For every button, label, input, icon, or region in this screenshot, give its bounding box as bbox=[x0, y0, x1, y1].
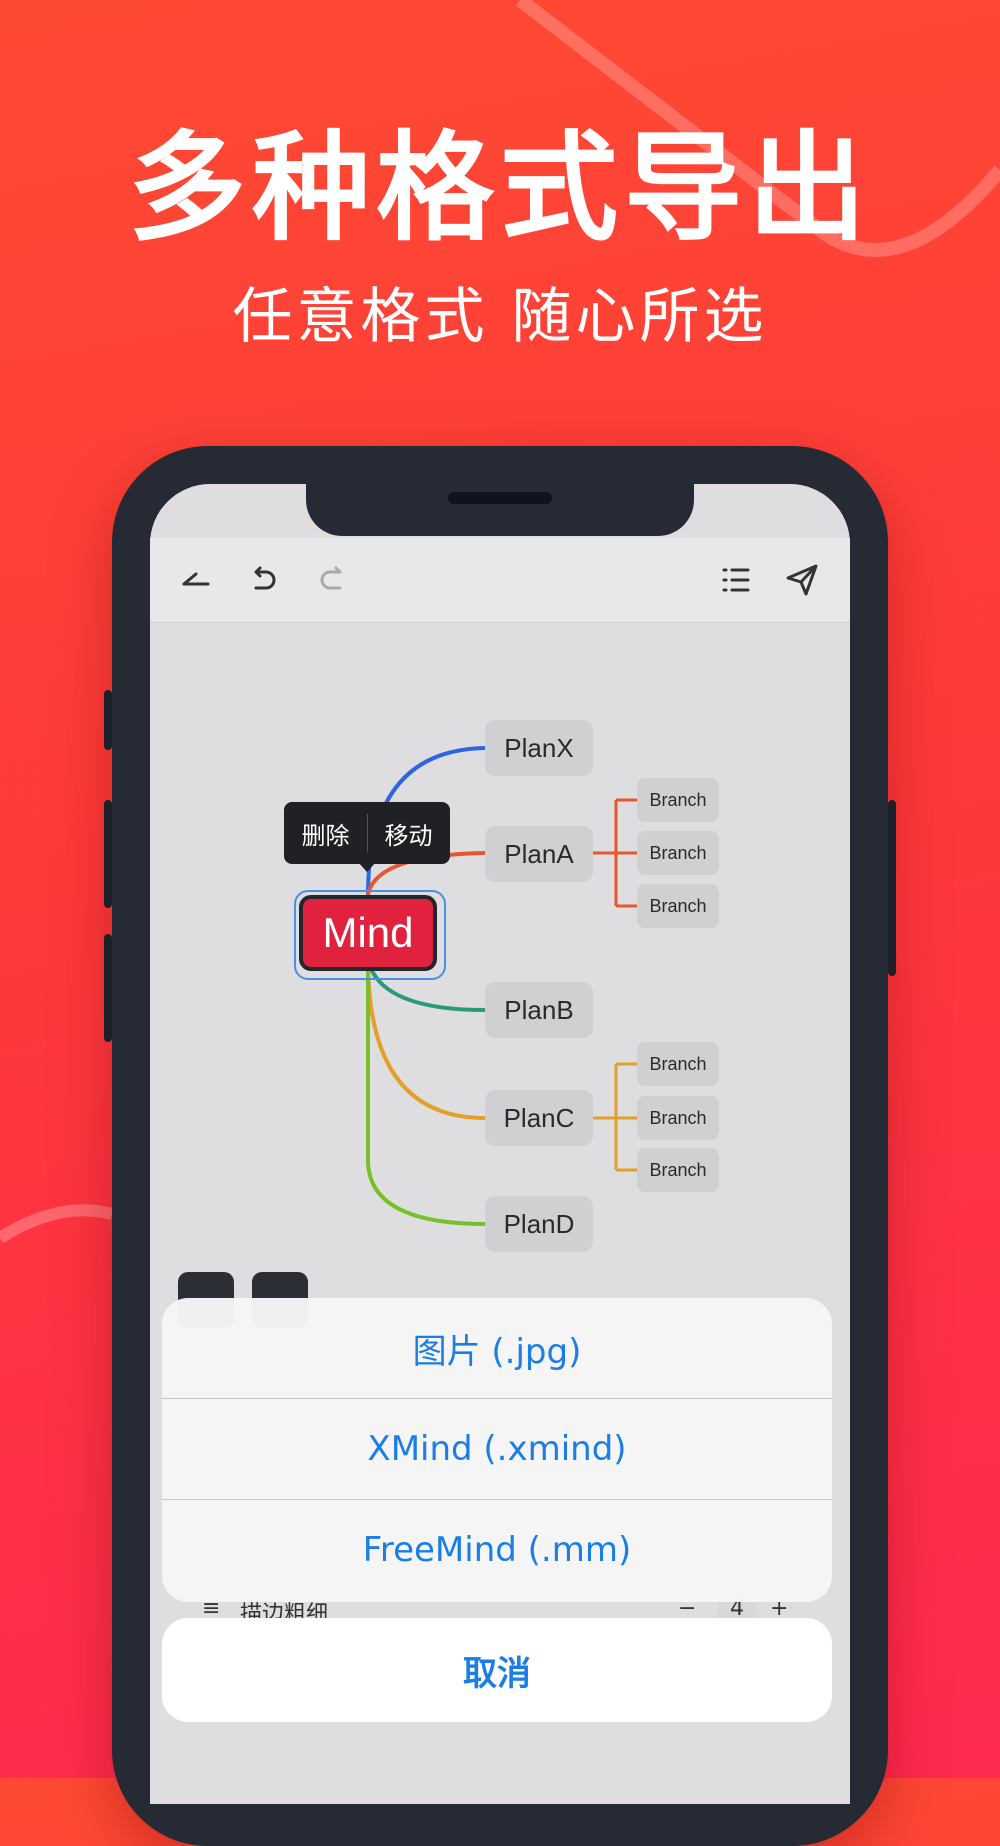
stepper-plus-button[interactable]: + bbox=[770, 1596, 789, 1621]
node-planc[interactable]: PlanC bbox=[485, 1090, 593, 1146]
popup-pointer bbox=[358, 862, 376, 872]
node-planb[interactable]: PlanB bbox=[485, 982, 593, 1038]
export-xmind-option[interactable]: XMind (.xmind) bbox=[162, 1399, 832, 1500]
subline: 任意格式 随心所选 bbox=[232, 282, 768, 352]
node-planx[interactable]: PlanX bbox=[485, 720, 593, 776]
node-pland[interactable]: PlanD bbox=[485, 1196, 593, 1252]
phone-speaker bbox=[448, 492, 552, 504]
node-branch[interactable]: Branch bbox=[637, 778, 719, 822]
export-freemind-option[interactable]: FreeMind (.mm) bbox=[362, 1530, 632, 1570]
node-plana[interactable]: PlanA bbox=[485, 826, 593, 882]
phone-side-button bbox=[888, 800, 896, 976]
menu-icon: ≡ bbox=[202, 1596, 221, 1621]
node-branch[interactable]: Branch bbox=[637, 884, 719, 928]
popup-divider bbox=[367, 814, 368, 852]
back-icon[interactable] bbox=[174, 558, 218, 602]
node-branch[interactable]: Branch bbox=[637, 1096, 719, 1140]
export-jpg-option[interactable]: 图片 (.jpg) bbox=[162, 1298, 832, 1399]
delete-node-button[interactable]: 删除 bbox=[301, 821, 350, 850]
undo-icon[interactable] bbox=[242, 558, 286, 602]
outline-list-icon[interactable] bbox=[714, 558, 758, 602]
app-toolbar bbox=[150, 538, 850, 623]
center-node-mind[interactable]: Mind bbox=[299, 895, 437, 971]
phone-side-button bbox=[104, 800, 112, 908]
cancel-button[interactable]: 取消 bbox=[162, 1618, 832, 1722]
share-send-icon[interactable] bbox=[780, 558, 824, 602]
node-branch[interactable]: Branch bbox=[637, 1042, 719, 1086]
phone-side-button bbox=[104, 690, 112, 750]
move-node-button[interactable]: 移动 bbox=[384, 821, 433, 850]
redo-icon[interactable] bbox=[310, 558, 354, 602]
headline: 多种格式导出 bbox=[127, 119, 872, 257]
center-node-selection bbox=[294, 890, 446, 980]
node-branch[interactable]: Branch bbox=[637, 831, 719, 875]
export-action-sheet: 图片 (.jpg) XMind (.xmind) FreeMind (.mm) bbox=[162, 1298, 832, 1602]
node-branch[interactable]: Branch bbox=[637, 1148, 719, 1192]
phone-side-button bbox=[104, 934, 112, 1042]
node-context-popup: 删除 移动 bbox=[284, 802, 450, 864]
background-decoration bbox=[0, 0, 1000, 1778]
stepper-minus-button[interactable]: − bbox=[678, 1596, 697, 1621]
